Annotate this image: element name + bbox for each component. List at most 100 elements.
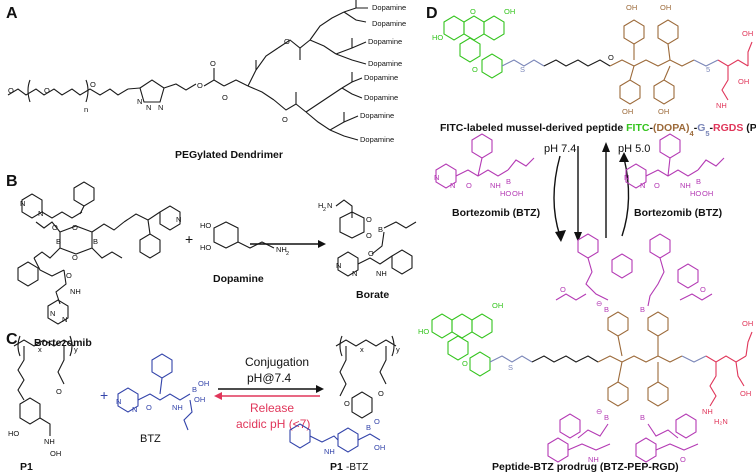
svg-text:NH: NH	[702, 407, 713, 416]
svg-text:O: O	[72, 223, 78, 232]
svg-text:O: O	[374, 417, 380, 426]
svg-text:O: O	[146, 403, 152, 412]
ph-74-label: pH 7.4	[544, 143, 576, 155]
svg-text:N: N	[62, 315, 67, 324]
ph-equilibrium-arrows: pH 7.4 pH 5.0	[544, 142, 650, 242]
panel-d-letter: D	[426, 5, 438, 22]
svg-text:O: O	[700, 285, 706, 294]
svg-text:N: N	[176, 215, 181, 224]
panel-d: D HO OH O O S O	[418, 3, 756, 473]
svg-text:N: N	[137, 97, 142, 106]
btz-label-c: BTZ	[140, 433, 161, 445]
release-label: Release	[250, 401, 294, 415]
p1-btz-label: P1 -BTZ	[330, 461, 368, 473]
svg-text:HO: HO	[200, 243, 211, 252]
svg-text:N: N	[50, 309, 55, 318]
svg-text:B: B	[604, 305, 609, 314]
svg-text:N: N	[132, 405, 137, 414]
svg-text:HO: HO	[8, 429, 19, 438]
btz-monomer-structure: NN O NH B OH OH	[116, 353, 209, 431]
svg-text:y: y	[74, 345, 78, 354]
svg-text:O: O	[8, 86, 14, 95]
title-part-fitc: FITC	[626, 122, 650, 134]
svg-text:2: 2	[323, 207, 326, 213]
svg-text:B: B	[366, 423, 371, 432]
svg-text:N: N	[38, 209, 43, 218]
svg-text:NH: NH	[44, 437, 55, 446]
title-part-rgds: RGDS	[713, 122, 743, 134]
svg-text:y: y	[396, 345, 400, 354]
plus-sign-b: +	[185, 231, 193, 247]
btz-right-structure: NN O NH B HO OH	[624, 133, 725, 198]
svg-text:O: O	[462, 359, 468, 368]
plus-sign-c: +	[100, 387, 108, 403]
svg-text:O: O	[470, 7, 476, 16]
svg-text:H: H	[318, 201, 323, 210]
svg-text:OH: OH	[742, 29, 753, 38]
svg-text:OH: OH	[626, 3, 637, 12]
svg-text:B: B	[56, 237, 61, 246]
svg-text:O: O	[344, 399, 350, 408]
svg-text:N: N	[640, 181, 645, 190]
svg-text:O: O	[72, 253, 78, 262]
svg-text:N: N	[158, 103, 163, 112]
conjugation-arrows: Conjugation pH@7.4 Release acidic pH (<7…	[214, 355, 324, 431]
svg-text:O: O	[608, 53, 614, 62]
btz-right-label: Bortezomib (BTZ)	[634, 207, 722, 219]
svg-text:OH: OH	[374, 443, 385, 452]
dopamine-label-5: Dopamine	[364, 73, 398, 82]
svg-text:B: B	[640, 305, 645, 314]
svg-text:N: N	[352, 269, 357, 278]
svg-text:HO: HO	[690, 189, 701, 198]
svg-text:O: O	[560, 285, 566, 294]
svg-text:OH: OH	[740, 389, 751, 398]
pep-rgd-title: FITC-labeled mussel-derived peptide FITC…	[440, 122, 756, 138]
svg-text:O: O	[366, 215, 372, 224]
bortezomib-label: Bortezomib	[34, 337, 92, 349]
svg-text:OH: OH	[504, 7, 515, 16]
title-part-tail: (PEP-RGD)	[743, 122, 756, 134]
svg-text:HO: HO	[200, 221, 211, 230]
release-acidic-label: acidic pH (<7)	[236, 417, 310, 431]
svg-text:O: O	[210, 59, 216, 68]
conjugation-ph-label: pH@7.4	[247, 371, 292, 385]
svg-text:O: O	[368, 249, 374, 258]
p1-btz-label-b: -BTZ	[346, 462, 368, 473]
dopamine-terminals: Dopamine Dopamine Dopamine Dopamine Dopa…	[360, 3, 406, 144]
svg-text:H₂N: H₂N	[714, 417, 728, 426]
svg-text:OH: OH	[658, 107, 669, 116]
svg-text:O: O	[66, 271, 72, 280]
svg-text:B: B	[378, 225, 383, 234]
svg-text:O: O	[654, 181, 660, 190]
title-part-5: 5	[705, 129, 709, 138]
p1-label: P1	[20, 461, 33, 473]
svg-text:OH: OH	[702, 189, 713, 198]
svg-text:O: O	[472, 65, 478, 74]
panel-b-letter: B	[6, 173, 18, 190]
svg-text:O: O	[90, 80, 96, 89]
svg-text:N: N	[327, 201, 332, 210]
svg-text:B: B	[640, 413, 645, 422]
arrow-b	[250, 240, 326, 248]
dopamine-label-4: Dopamine	[368, 59, 402, 68]
svg-text:B: B	[192, 385, 197, 394]
p1-btz-label-a: P1	[330, 461, 343, 473]
dopamine-label-b: Dopamine	[213, 273, 264, 285]
svg-text:NH: NH	[376, 269, 387, 278]
svg-text:OH: OH	[194, 395, 205, 404]
svg-text:HO: HO	[418, 327, 429, 336]
svg-text:OH: OH	[742, 319, 753, 328]
ph-50-label: pH 5.0	[618, 143, 650, 155]
svg-text:O: O	[222, 93, 228, 102]
svg-text:OH: OH	[738, 77, 749, 86]
svg-text:O: O	[366, 231, 372, 240]
peg-chain: O O O n	[7, 79, 129, 114]
svg-text:B: B	[696, 177, 701, 186]
title-part-dash1: -	[649, 122, 653, 134]
